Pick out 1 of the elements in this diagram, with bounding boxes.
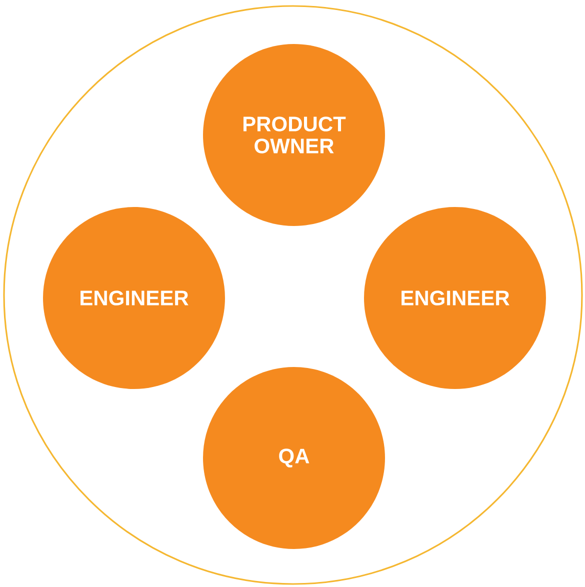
team-circle bbox=[3, 5, 583, 585]
